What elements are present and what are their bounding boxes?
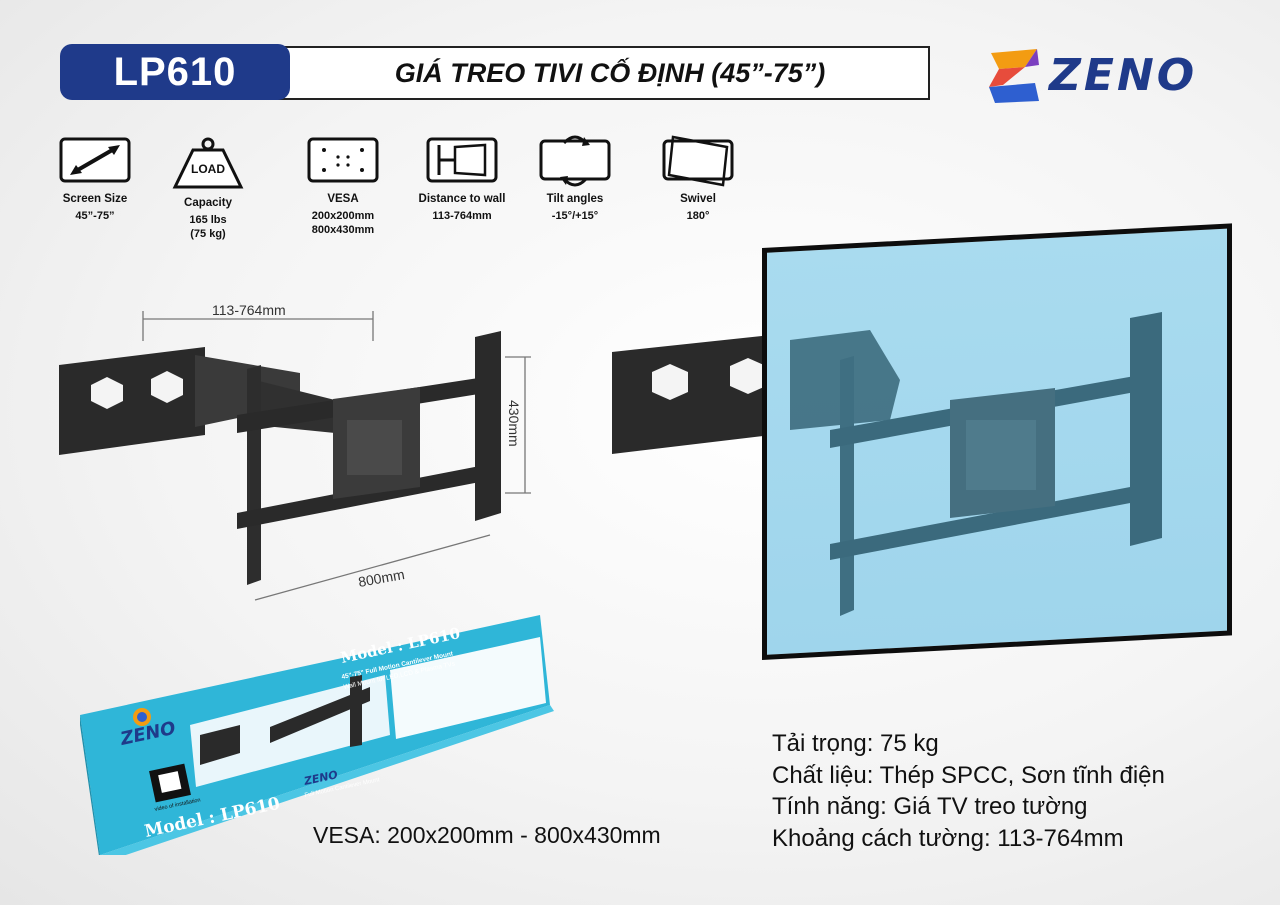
box-brand-icon <box>133 708 151 726</box>
features-list: Tải trọng: 75 kg Chất liệu: Thép SPCC, S… <box>772 728 1165 854</box>
spec-vesa: VESA 200x200mm 800x430mm <box>283 135 403 237</box>
spec-label: VESA <box>327 193 359 205</box>
spec-label: Tilt angles <box>546 193 604 205</box>
height-dimension-label: 430mm <box>506 400 522 447</box>
spec-label: Distance to wall <box>418 193 506 205</box>
spec-label: Capacity <box>184 197 232 209</box>
distance-to-wall-icon <box>426 137 498 183</box>
spec-capacity: LOAD Capacity 165 lbs (75 kg) <box>148 135 268 241</box>
spec-value: 180° <box>686 210 710 222</box>
vesa-summary: VESA: 200x200mm - 800x430mm <box>313 822 661 848</box>
feature-line: Tính năng: Giá TV treo tường <box>772 793 1088 820</box>
spec-value: 113-764mm <box>432 210 492 222</box>
feature-line: Tải trọng: 75 kg <box>772 730 939 757</box>
mount-behind-tv-image <box>790 312 1162 616</box>
depth-dimension-label: 113-764mm <box>212 302 286 318</box>
spec-tilt-angles: Tilt angles -15°/+15° <box>515 135 635 223</box>
swivel-icon <box>662 135 734 187</box>
product-box-image: ZENO Model : LP610 45"-75" Full Motion C… <box>80 615 554 855</box>
spec-label: Screen Size <box>62 193 128 205</box>
spec-value: 165 lbs (75 kg) <box>189 214 227 240</box>
product-title-box: GIÁ TREO TIVI CỐ ĐỊNH (45”-75”) <box>260 46 930 100</box>
mount-product-image <box>59 311 531 601</box>
tilt-arrows-icon <box>539 135 611 187</box>
brand-logo: ZENO <box>985 42 1235 108</box>
vesa-pattern-icon <box>307 137 379 183</box>
spec-swivel: Swivel 180° <box>638 135 758 223</box>
spec-value: 200x200mm 800x430mm <box>311 210 375 236</box>
brand-wordmark: ZENO <box>1049 49 1198 101</box>
spec-label: Swivel <box>680 193 716 205</box>
zeno-logo-icon <box>989 49 1039 103</box>
feature-line: Khoảng cách tường: 113-764mm <box>772 824 1124 852</box>
spec-value: 45”-75” <box>75 210 115 222</box>
spec-value: -15°/+15° <box>551 210 599 222</box>
model-code: LP610 <box>113 49 237 94</box>
screen-size-arrow-icon <box>59 137 131 183</box>
load-icon-text: LOAD <box>191 162 225 176</box>
model-badge: LP610 <box>60 44 290 100</box>
spec-distance-to-wall: Distance to wall 113-764mm <box>402 135 522 223</box>
wall-plate-image <box>612 334 780 454</box>
product-title: GIÁ TREO TIVI CỐ ĐỊNH (45”-75”) <box>394 57 826 88</box>
spec-screen-size: Screen Size 45”-75” <box>35 135 155 223</box>
load-weight-icon: LOAD <box>172 137 244 189</box>
feature-line: Chất liệu: Thép SPCC, Sơn tĩnh điện <box>772 761 1165 789</box>
